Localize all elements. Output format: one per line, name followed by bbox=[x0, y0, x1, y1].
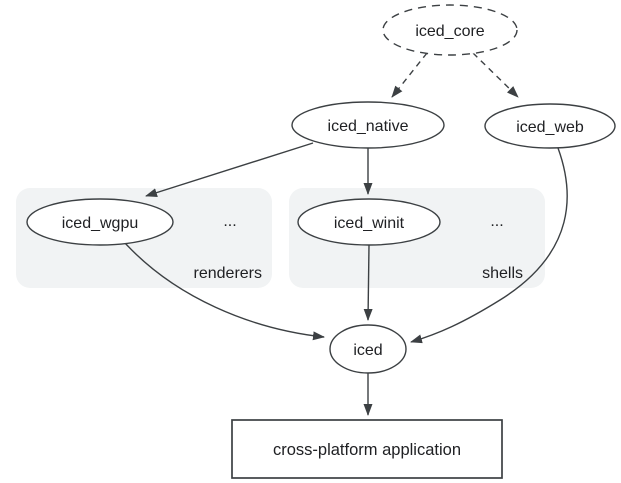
node-iced-web: iced_web bbox=[484, 103, 616, 149]
node-iced-wgpu: iced_wgpu bbox=[26, 198, 174, 246]
iced-wgpu-ellipse bbox=[26, 198, 174, 246]
node-iced: iced bbox=[329, 324, 407, 374]
application-label: cross-platform application bbox=[273, 441, 461, 459]
iced-ellipse bbox=[329, 324, 407, 374]
iced-winit-ellipse bbox=[297, 198, 441, 246]
iced-core-ellipse bbox=[382, 4, 518, 56]
node-cross-platform-application: cross-platform application bbox=[231, 419, 503, 479]
edge-native-to-wgpu bbox=[145, 142, 314, 197]
iced-web-label: iced_web bbox=[516, 119, 584, 136]
node-iced-winit: iced_winit bbox=[297, 198, 441, 246]
edge-core-to-native bbox=[391, 52, 428, 98]
iced-native-ellipse bbox=[291, 101, 445, 149]
iced-native-label: iced_native bbox=[328, 118, 409, 135]
edge-wgpu-to-iced bbox=[124, 242, 325, 341]
edge-winit-to-iced bbox=[363, 244, 373, 321]
shells-group-label: shells bbox=[482, 265, 523, 282]
edge-core-to-web bbox=[472, 52, 519, 98]
node-iced-native: iced_native bbox=[291, 101, 445, 149]
application-box bbox=[231, 419, 503, 479]
iced-web-ellipse bbox=[484, 103, 616, 149]
iced-wgpu-label: iced_wgpu bbox=[62, 215, 139, 232]
shells-ellipsis: ... bbox=[490, 213, 503, 230]
iced-core-label: iced_core bbox=[415, 23, 484, 40]
renderers-ellipsis: ... bbox=[223, 213, 236, 230]
iced-winit-label: iced_winit bbox=[334, 215, 405, 232]
renderers-group-label: renderers bbox=[194, 265, 262, 282]
node-iced-core: iced_core bbox=[382, 4, 518, 56]
edge-web-to-iced bbox=[410, 147, 568, 344]
iced-label: iced bbox=[353, 342, 382, 359]
